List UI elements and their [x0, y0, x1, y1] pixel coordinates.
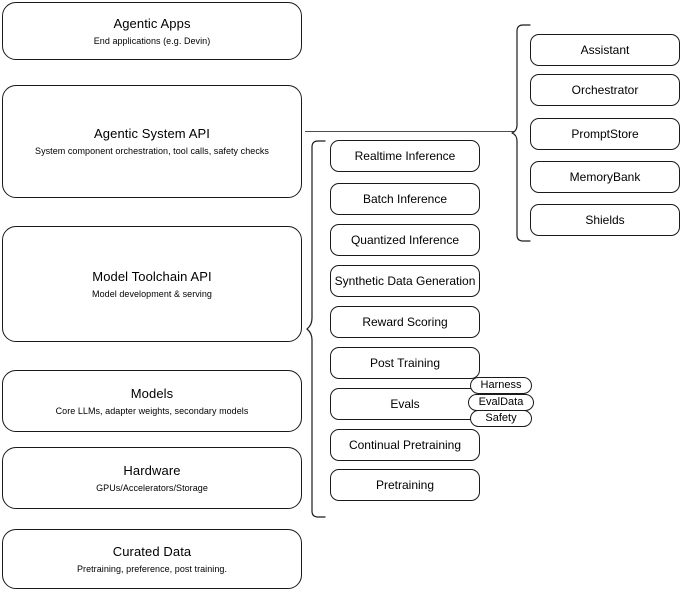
component-label: Orchestrator [571, 82, 639, 97]
component-shields[interactable]: Shields [530, 204, 680, 236]
layer-subtitle: Model development & serving [92, 288, 212, 299]
connector-system-api-to-components [305, 131, 515, 132]
component-promptstore[interactable]: PromptStore [530, 118, 680, 150]
layer-model-toolchain-api[interactable]: Model Toolchain API Model development & … [2, 226, 302, 342]
component-assistant[interactable]: Assistant [530, 34, 680, 66]
layer-subtitle: GPUs/Accelerators/Storage [96, 482, 208, 493]
component-label: Shields [585, 212, 625, 227]
brace-system-components [511, 24, 531, 242]
layer-title: Model Toolchain API [92, 268, 212, 284]
layer-curated-data[interactable]: Curated Data Pretraining, preference, po… [2, 529, 302, 589]
capability-realtime-inference[interactable]: Realtime Inference [330, 140, 480, 172]
capability-quantized-inference[interactable]: Quantized Inference [330, 224, 480, 256]
layer-title: Agentic System API [94, 126, 210, 141]
capability-continual-pretraining[interactable]: Continual Pretraining [330, 429, 480, 461]
capability-label: Continual Pretraining [348, 437, 462, 452]
evals-tag-evaldata[interactable]: EvalData [468, 394, 534, 411]
evals-tag-label: Safety [485, 412, 517, 424]
capability-post-training[interactable]: Post Training [330, 347, 480, 379]
capability-label: Post Training [369, 355, 441, 370]
component-memorybank[interactable]: MemoryBank [530, 161, 680, 193]
capability-label: Evals [390, 396, 420, 411]
layer-title: Curated Data [112, 543, 192, 559]
layer-title: Hardware [123, 462, 181, 478]
capability-pretraining[interactable]: Pretraining [330, 469, 480, 501]
evals-tag-label: EvalData [478, 396, 524, 408]
component-orchestrator[interactable]: Orchestrator [530, 74, 680, 106]
layer-title: Models [130, 385, 174, 401]
capability-label: Batch Inference [362, 191, 448, 206]
component-label: MemoryBank [569, 169, 641, 184]
brace-toolchain-capabilities [306, 140, 326, 518]
capability-batch-inference[interactable]: Batch Inference [330, 183, 480, 215]
capability-synthetic-data-generation[interactable]: Synthetic Data Generation [330, 265, 480, 297]
capability-reward-scoring[interactable]: Reward Scoring [330, 306, 480, 338]
layer-subtitle: Pretraining, preference, post training. [76, 563, 228, 574]
component-label: Assistant [580, 42, 630, 57]
layer-agentic-apps[interactable]: Agentic Apps End applications (e.g. Devi… [2, 2, 302, 60]
layer-subtitle: Core LLMs, adapter weights, secondary mo… [55, 405, 249, 416]
evals-tag-harness[interactable]: Harness [470, 377, 532, 394]
layer-title: Agentic Apps [113, 15, 191, 31]
layer-agentic-system-api[interactable]: Agentic System API System component orch… [2, 85, 302, 198]
capability-label: Synthetic Data Generation [334, 273, 476, 288]
capability-evals[interactable]: Evals [330, 388, 480, 420]
capability-label: Realtime Inference [354, 148, 456, 163]
layer-models[interactable]: Models Core LLMs, adapter weights, secon… [2, 370, 302, 432]
capability-label: Pretraining [375, 477, 435, 492]
evals-tag-safety[interactable]: Safety [470, 410, 532, 427]
layer-subtitle: End applications (e.g. Devin) [93, 35, 211, 46]
layer-hardware[interactable]: Hardware GPUs/Accelerators/Storage [2, 447, 302, 509]
capability-label: Quantized Inference [350, 232, 460, 247]
capability-label: Reward Scoring [362, 314, 448, 329]
evals-tag-label: Harness [480, 379, 522, 391]
layer-subtitle: System component orchestration, tool cal… [35, 146, 269, 156]
component-label: PromptStore [571, 126, 639, 141]
